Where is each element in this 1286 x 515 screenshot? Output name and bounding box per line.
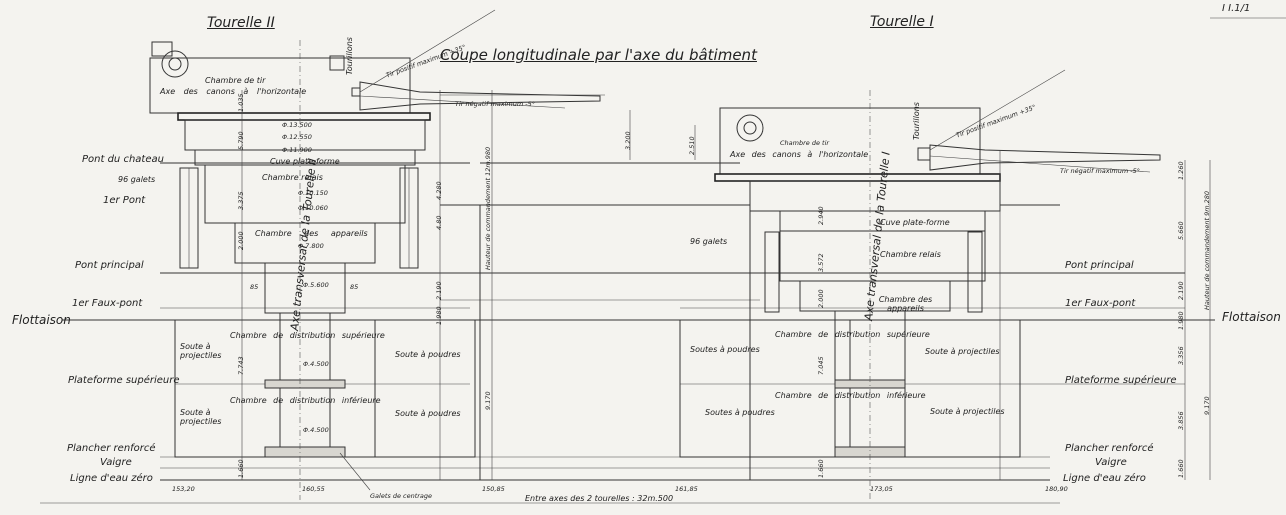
rh-0: 1.260 (1177, 161, 1185, 180)
misc-dim-1: 2.510 (688, 136, 696, 155)
frame-0: 153,20 (172, 485, 195, 493)
sheet-ref: I I.1/1 (1222, 3, 1251, 14)
deck-left-0: Pont du chateau (82, 154, 164, 165)
h-right-3: 7.045 (817, 356, 825, 375)
turret-spacing: Entre axes des 2 tourelles : 32m.500 (525, 494, 674, 503)
rh-4: 3.356 (1177, 346, 1185, 365)
left-apparatus: Chambre des appareils (255, 229, 368, 238)
waterline-left: Flottaison (12, 313, 71, 327)
command-height-left: Hauteur de commandement 12m.980 (484, 146, 492, 270)
deck-left-7: Ligne d'eau zéro (70, 473, 153, 484)
dim-8: Φ.4.500 (303, 426, 329, 434)
left-elev-min: Tir négatif maximum -5° (455, 100, 535, 108)
rh-6: 1.660 (1177, 459, 1185, 478)
deck-left-5: Plancher renforcé (67, 443, 156, 454)
rh-2: 2.190 (1177, 281, 1185, 300)
right-roller-count: 96 galets (690, 237, 728, 246)
right-magazine-proj-1: Soute à projectiles (925, 347, 1000, 356)
h-left-0: 1.035 (237, 93, 245, 112)
left-trunnions: Tourillons (345, 37, 354, 75)
turret-i-title: Tourelle I (870, 14, 934, 30)
h-right-1: 3.572 (817, 253, 825, 272)
rh-5: 3.856 (1177, 411, 1185, 430)
misc-dim-4: 85 (250, 283, 259, 291)
dim-0: Φ.13.500 (282, 121, 312, 129)
h-left-1: 5.790 (237, 131, 245, 150)
misc-dim-5: 85 (350, 283, 359, 291)
rh-1: 5.660 (1177, 221, 1185, 240)
left-lower-dist: Chambre de distribution inférieure (230, 396, 381, 405)
right-magazine-powder-1: Soutes à poudres (690, 345, 760, 354)
left-roller-count: 96 galets (118, 175, 156, 184)
left-magazine-powder-2: Soute à poudres (395, 409, 461, 418)
misc-dim-2: 9.170 (484, 391, 492, 410)
dim-3: Φ.10.150 (298, 189, 328, 197)
left-magazine-proj-1: Soute à projectiles (180, 342, 222, 360)
right-trunnions: Tourillons (912, 102, 921, 140)
left-magazine-proj-2: Soute à projectiles (180, 408, 222, 426)
dim-1: Φ.12.550 (282, 133, 312, 141)
h-left-4: 2.190 (435, 281, 443, 300)
h-left-5: 7.743 (237, 356, 245, 375)
deck-right-5: Ligne d'eau zéro (1063, 473, 1146, 484)
left-relay: Chambre relais (262, 173, 323, 182)
h-left-3: 2.000 (237, 231, 245, 250)
h-right-2: 2.000 (817, 289, 825, 308)
right-cuve: Cuve plate-forme (880, 218, 950, 227)
h-left-6: 1.980 (435, 306, 443, 325)
deck-left-2: Pont principal (75, 260, 144, 271)
command-height-right: Hauteur de commandement 9m.280 (1203, 190, 1211, 310)
right-fire-chamber: Chambre de tir (780, 139, 830, 147)
dim-4: Φ.10.060 (298, 204, 328, 212)
deck-left-4: Plateforme supérieure (68, 375, 180, 386)
right-magazine-proj-2: Soute à projectiles (930, 407, 1005, 416)
deck-left-1: 1er Pont (103, 195, 146, 206)
deck-left-6: Vaigre (100, 457, 132, 468)
deck-right-0: Pont principal (1065, 260, 1134, 271)
right-lower-dist: Chambre de distribution inférieure (775, 391, 926, 400)
misc-dim-0: 3.200 (624, 131, 632, 150)
deck-right-1: 1er Faux-pont (1065, 298, 1136, 309)
right-apparatus: Chambre des appareils (878, 295, 933, 313)
rh-3: 1.980 (1177, 311, 1185, 330)
rh-7: 9.170 (1203, 396, 1211, 415)
right-gun-axis: Axe des canons à l'horizontale (730, 150, 869, 159)
right-relay: Chambre relais (880, 250, 941, 259)
right-upper-dist: Chambre de distribution supérieure (775, 330, 930, 339)
waterline-right: Flottaison (1222, 310, 1281, 324)
left-gun-axis: Axe des canons à l'horizontale (160, 87, 307, 96)
dim-6: Φ.5.600 (303, 281, 329, 289)
h-right-4: 1.660 (817, 459, 825, 478)
frame-1: 160,55 (302, 485, 325, 493)
h-right-0: 2.940 (817, 206, 825, 225)
left-upper-dist: Chambre de distribution supérieure (230, 331, 385, 340)
left-cuve: Cuve plate-forme (270, 157, 340, 166)
misc-dim-3: 4.80 (435, 215, 443, 230)
dim-5: Φ.7.800 (298, 242, 324, 250)
left-centering-rollers: Galets de centrage (370, 492, 433, 500)
right-elev-min: Tir négatif maximum -5° (1060, 167, 1140, 175)
left-magazine-powder-1: Soute à poudres (395, 350, 461, 359)
right-magazine-powder-2: Soutes à poudres (705, 408, 775, 417)
frame-5: 180,90 (1045, 485, 1068, 493)
dim-7: Φ.4.500 (303, 360, 329, 368)
h-left-7: 1.660 (237, 459, 245, 478)
deck-right-4: Vaigre (1095, 457, 1127, 468)
deck-left-3: 1er Faux-pont (72, 298, 143, 309)
h-left-8: 4.280 (435, 181, 443, 200)
turret-ii-title: Tourelle II (207, 15, 275, 31)
deck-right-2: Plateforme supérieure (1065, 375, 1177, 386)
dim-2: Φ.11.900 (282, 146, 312, 154)
frame-2: 150,85 (482, 485, 505, 493)
frame-3: 161,85 (675, 485, 698, 493)
h-left-2: 3.375 (237, 191, 245, 210)
left-fire-chamber: Chambre de tir (205, 76, 266, 85)
drawing-title: Coupe longitudinale par l'axe du bâtimen… (440, 46, 757, 64)
deck-right-3: Plancher renforcé (1065, 443, 1154, 454)
frame-4: 173,05 (870, 485, 893, 493)
